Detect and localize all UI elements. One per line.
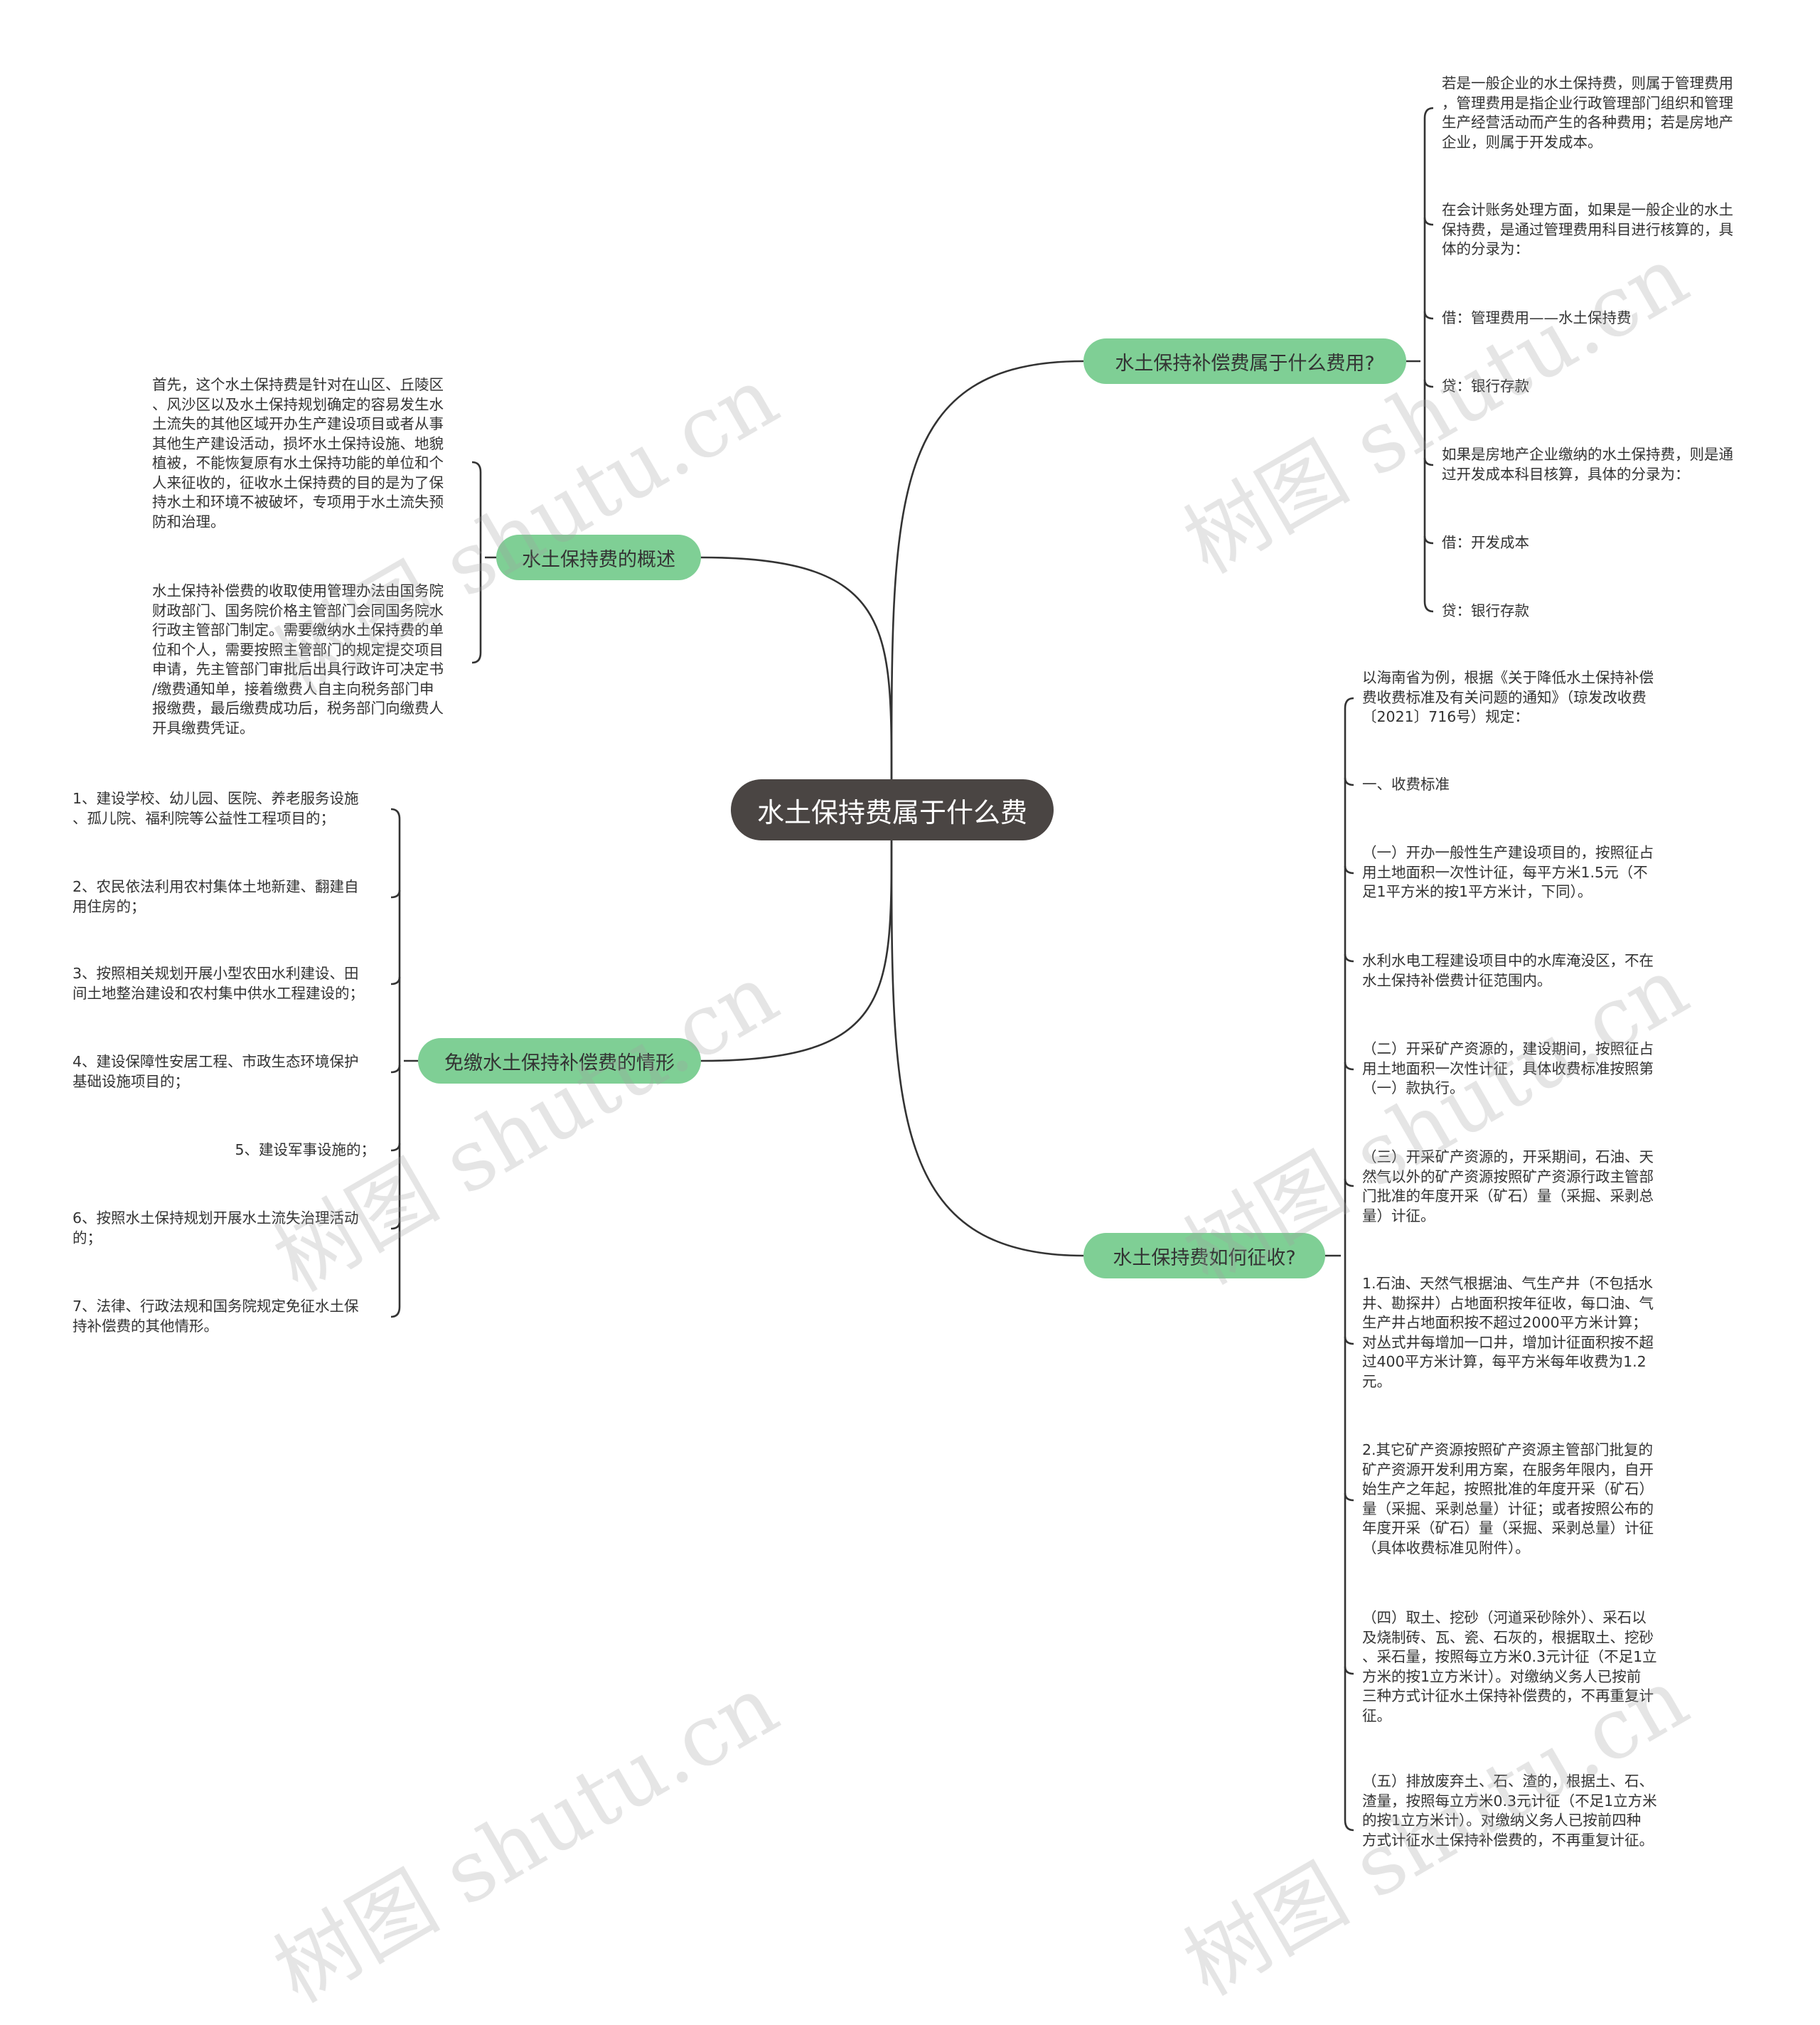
branch-expense-type[interactable]: 水土保持补偿费属于什么费用? (1083, 338, 1406, 384)
leaf-exempt-6: 6、按照水土保持规划开展水土流失治理活动 的； (73, 1209, 359, 1246)
bracket-expense-tick-2 (1423, 311, 1434, 320)
leaf-exempt-7: 7、法律、行政法规和国务院规定免征水土保 持补偿费的其他情形。 (73, 1298, 359, 1335)
link-root-collection (890, 840, 1084, 1257)
bracket-collection-tick-2 (1344, 865, 1354, 875)
bracket-expense-spine (1423, 107, 1434, 613)
leaf-overview-1: 首先，这个水土保持费是针对在山区、丘陵区 、风沙区以及水土保持规划确定的容易发生… (152, 376, 444, 530)
leaf-expense-2: 在会计账务处理方面，如果是一般企业的水土 保持费，是通过管理费用科目进行核算的，… (1442, 201, 1733, 257)
link-root-exemptions (700, 840, 893, 1062)
branch-collection[interactable]: 水土保持费如何征收? (1083, 1233, 1325, 1278)
leaf-overview-2: 水土保持补偿费的收取使用管理办法由国务院 财政部门、国务院价格主管部门会同国务院… (152, 582, 444, 737)
bracket-exemptions-tick-1 (390, 889, 401, 899)
leaf-collect-8: 2.其它矿产资源按照矿产资源主管部门批复的 矿产资源开发利用方案，在服务年限内，… (1362, 1441, 1654, 1556)
bracket-exemptions-tick-5 (390, 1221, 401, 1230)
branch-overview[interactable]: 水土保持费的概述 (496, 535, 701, 580)
bracket-overview-spine (471, 461, 482, 664)
leaf-expense-7: 贷：银行存款 (1442, 602, 1529, 619)
bracket-exemptions-tick-4 (390, 1143, 401, 1152)
bracket-expense-tick-3 (1423, 379, 1434, 388)
bracket-expense-tick-4 (1423, 457, 1434, 466)
link-root-overview (700, 556, 893, 780)
leaf-collect-9: （四）取土、挖砂（河道采砂除外）、采石以 及烧制砖、瓦、瓷、石灰的，根据取土、挖… (1362, 1609, 1657, 1724)
leaf-expense-1: 若是一般企业的水土保持费，则属于管理费用 ，管理费用是指企业行政管理部门组织和管… (1442, 75, 1733, 151)
bracket-collection-tick-3 (1344, 953, 1354, 963)
link-root-expense (890, 360, 1084, 780)
leaf-exempt-1: 1、建设学校、幼儿园、医院、养老服务设施 、孤儿院、福利院等公益性工程项目的； (73, 790, 359, 827)
leaf-exempt-5: 5、建设军事设施的； (235, 1141, 375, 1158)
leaf-expense-5: 如果是房地产企业缴纳的水土保持费，则是通 过开发成本科目核算，具体的分录为： (1442, 446, 1733, 483)
branch-exemptions[interactable]: 免缴水土保持补偿费的情形 (418, 1038, 701, 1084)
leaf-collect-3: （一）开办一般性生产建设项目的，按照征占 用土地面积一次性计征，每平方米1.5元… (1362, 844, 1654, 900)
bracket-collection-tick-5 (1344, 1178, 1354, 1187)
bracket-expense-tick-1 (1423, 217, 1434, 226)
leaf-collect-1: 以海南省为例，根据《关于降低水土保持补偿 费收费标准及有关问题的通知》（琼发改收… (1362, 669, 1654, 725)
bracket-exemptions-spine (390, 808, 401, 1318)
root-node[interactable]: 水土保持费属于什么费 (731, 779, 1054, 840)
bracket-collection-tick-1 (1344, 777, 1354, 786)
leaf-collect-5: （二）开采矿产资源的，建设期间，按照征占 用土地面积一次性计征，具体收费标准按照… (1362, 1040, 1654, 1096)
bracket-collection-tick-8 (1344, 1666, 1354, 1675)
bracket-expense-tick-5 (1423, 535, 1434, 545)
leaf-collect-4: 水利水电工程建设项目中的水库淹没区，不在 水土保持补偿费计征范围内。 (1362, 952, 1654, 989)
bracket-collection-tick-6 (1344, 1336, 1354, 1345)
bracket-collection-tick-7 (1344, 1492, 1354, 1502)
leaf-collect-2: 一、收费标准 (1362, 776, 1450, 793)
bracket-exemptions-tick-2 (390, 976, 401, 985)
bracket-exemptions-tick-3 (390, 1064, 401, 1074)
leaf-expense-3: 借：管理费用——水土保持费 (1442, 309, 1632, 326)
leaf-expense-4: 贷：银行存款 (1442, 378, 1529, 395)
bracket-collection-spine (1344, 697, 1354, 1832)
leaf-collect-6: （三）开采矿产资源的，开采期间，石油、天 然气以外的矿产资源按照矿产资源行政主管… (1362, 1148, 1654, 1224)
leaf-collect-10: （五）排放废弃土、石、渣的，根据土、石、 渣量，按照每立方米0.3元计征（不足1… (1362, 1773, 1657, 1849)
bracket-collection-tick-4 (1344, 1062, 1354, 1071)
leaf-exempt-4: 4、建设保障性安居工程、市政生态环境保护 基础设施项目的； (73, 1053, 359, 1090)
leaf-expense-6: 借：开发成本 (1442, 534, 1529, 551)
leaf-exempt-3: 3、按照相关规划开展小型农田水利建设、田 间土地整治建设和农村集中供水工程建设的… (73, 965, 364, 1002)
leaf-collect-7: 1.石油、天然气根据油、气生产井（不包括水 井、勘探井）占地面积按年征收，每口油… (1362, 1275, 1654, 1390)
leaf-exempt-2: 2、农民依法利用农村集体土地新建、翻建自 用住房的； (73, 878, 359, 915)
